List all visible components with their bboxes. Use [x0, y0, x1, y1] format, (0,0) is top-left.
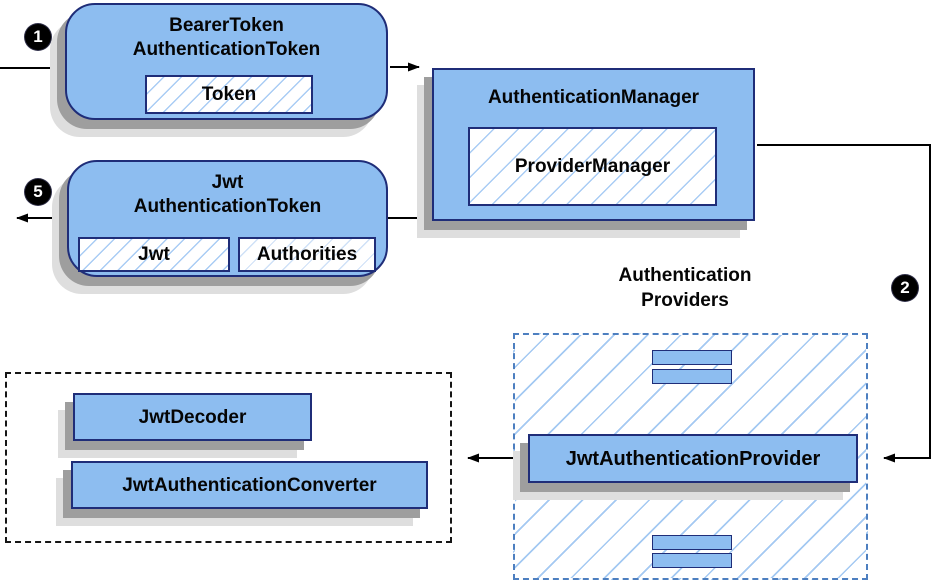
chip-authorities: Authorities [238, 237, 376, 272]
node-bearer-token-authentication-token: BearerToken AuthenticationToken Token [65, 3, 388, 120]
step-badge-5: 5 [25, 179, 51, 205]
authentication-providers-label-line2: Providers [641, 290, 729, 311]
jwt-decoder-title: JwtDecoder [138, 407, 247, 428]
step-badge-2: 2 [892, 275, 918, 301]
provider-manager-label: ProviderManager [514, 155, 671, 177]
chip-provider-manager: ProviderManager [468, 127, 717, 206]
node-jwt-decoder: JwtDecoder [73, 393, 312, 441]
jwt-token-title-line2: AuthenticationToken [133, 196, 322, 217]
provider-stub-bar-3 [652, 535, 732, 550]
chip-token-label: Token [201, 83, 257, 105]
authentication-providers-label: Authentication Providers [585, 263, 785, 313]
step-badge-1: 1 [25, 24, 51, 50]
authentication-providers-label-line1: Authentication [618, 265, 752, 286]
chip-token: Token [145, 75, 313, 114]
bearer-token-title-line2: AuthenticationToken [132, 39, 321, 60]
chip-authorities-label: Authorities [256, 243, 358, 265]
node-jwt-authentication-token: Jwt AuthenticationToken Jwt Authorities [67, 160, 388, 277]
jwt-authentication-converter-title: JwtAuthenticationConverter [122, 475, 377, 496]
provider-stub-bar-4 [652, 553, 732, 568]
node-jwt-authentication-converter: JwtAuthenticationConverter [71, 461, 428, 509]
node-jwt-authentication-provider: JwtAuthenticationProvider [528, 434, 858, 483]
chip-jwt: Jwt [78, 237, 230, 272]
node-authentication-manager: AuthenticationManager ProviderManager [432, 68, 755, 221]
provider-stub-bar-1 [652, 350, 732, 365]
authentication-manager-title: AuthenticationManager [487, 87, 700, 108]
chip-jwt-label: Jwt [138, 243, 170, 265]
provider-stub-bar-2 [652, 369, 732, 384]
jwt-token-title-line1: Jwt [211, 172, 244, 193]
bearer-token-title-line1: BearerToken [169, 15, 284, 36]
jwt-authentication-provider-title: JwtAuthenticationProvider [565, 448, 821, 470]
